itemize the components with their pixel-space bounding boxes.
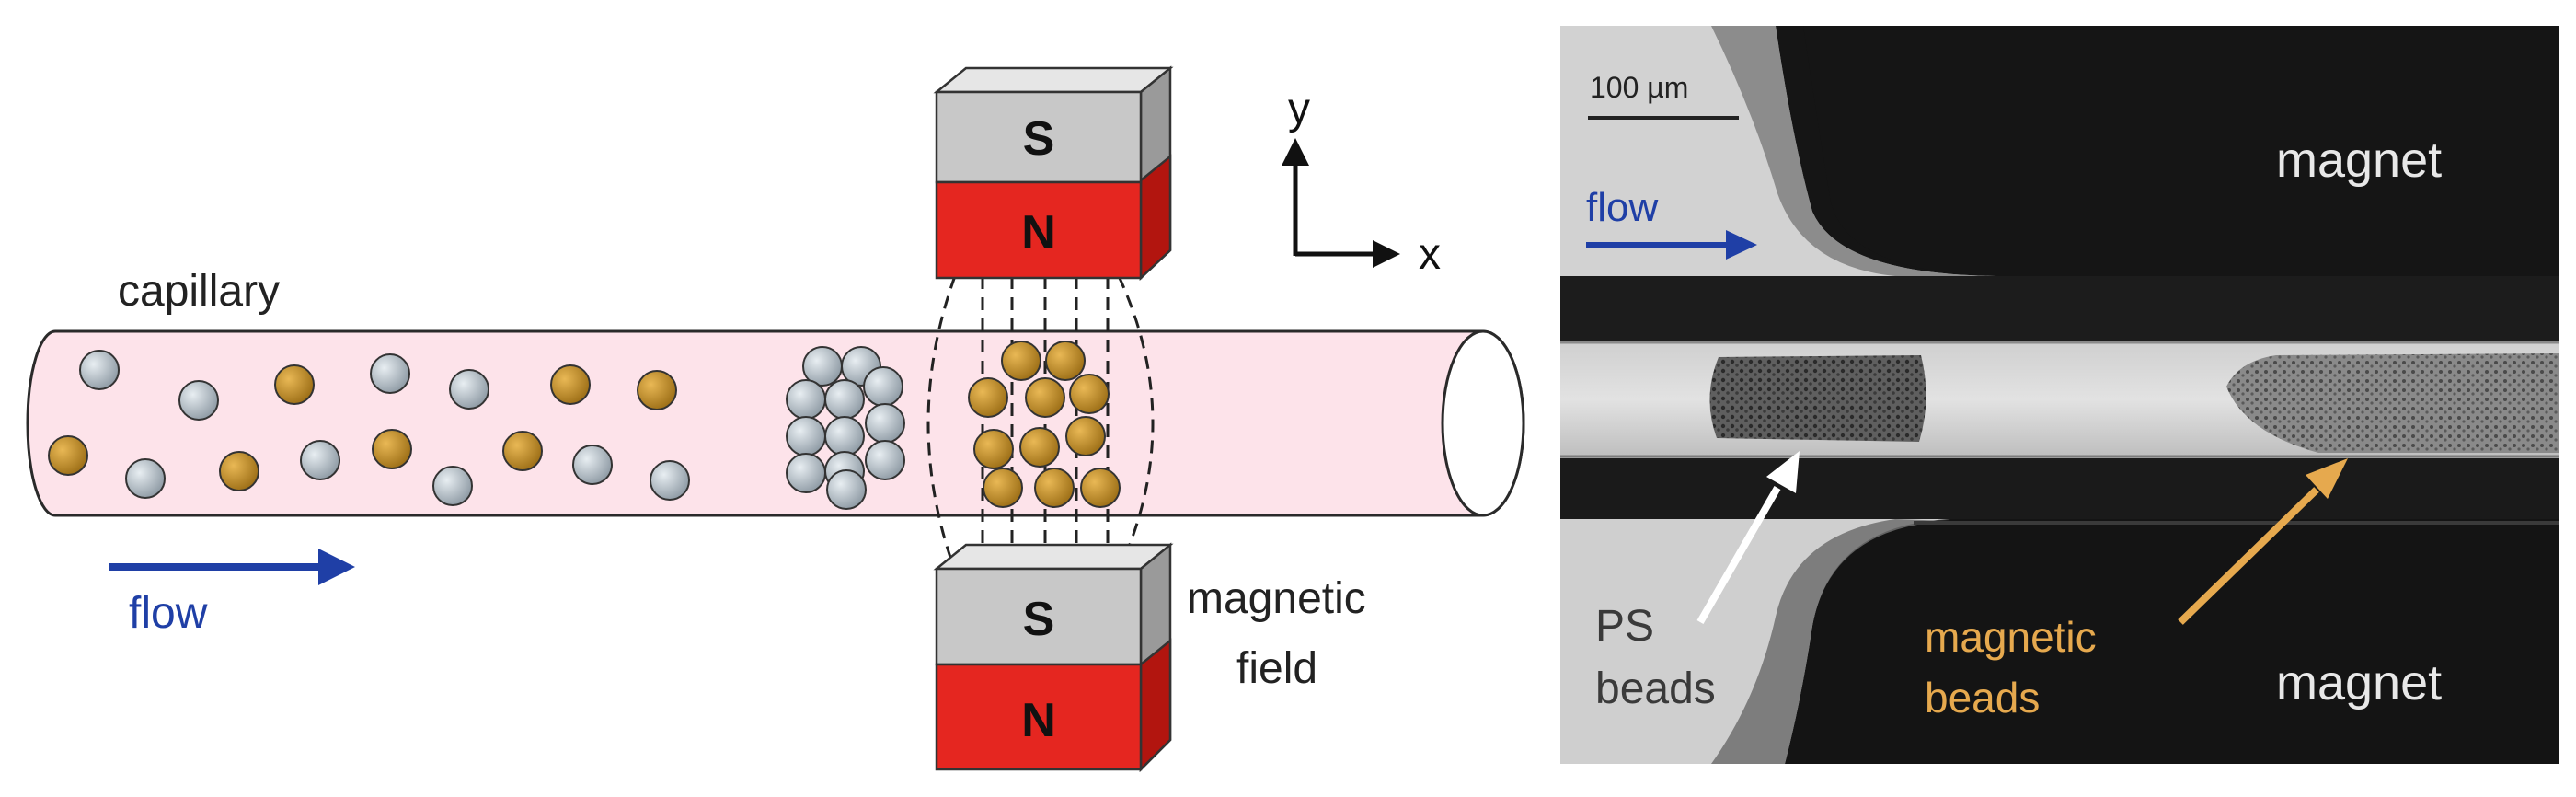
ps-bead bbox=[432, 466, 473, 506]
magnet-bottom-label: magnet bbox=[2276, 655, 2442, 710]
magnetic-bead bbox=[48, 435, 88, 476]
magnetic-beads-label-line2: beads bbox=[1925, 674, 2040, 722]
capillary-tube bbox=[26, 329, 1525, 517]
magnet-top-pole-n: N bbox=[1021, 206, 1056, 260]
magnetic-bead bbox=[502, 431, 543, 471]
ps-beads-label-line1: PS bbox=[1595, 602, 1654, 651]
magnetic-bead-cluster bbox=[968, 341, 1121, 508]
ps-bead bbox=[79, 350, 120, 390]
magnet-top-pole-s: S bbox=[1023, 112, 1055, 166]
ps-bead bbox=[650, 460, 690, 501]
ps-bead-plug bbox=[1709, 355, 1926, 442]
magnet-bottom-pole-n: N bbox=[1021, 694, 1056, 747]
magnet-bottom-pole-s: S bbox=[1023, 593, 1055, 646]
ps-bead-cluster bbox=[786, 346, 905, 510]
ps-bead bbox=[125, 458, 166, 499]
magnetic-bead bbox=[637, 370, 677, 410]
flow-arrow bbox=[109, 549, 355, 585]
coordinate-axes bbox=[1282, 138, 1400, 268]
micrograph-flow-arrow bbox=[1586, 230, 1757, 260]
magnet-top bbox=[933, 65, 1174, 281]
micrograph-panel: 100 µm flow magnet magnet PS beads magne… bbox=[1560, 26, 2559, 764]
magnetic-bead bbox=[274, 364, 315, 405]
magnetic-field-lines bbox=[926, 275, 1155, 572]
ps-bead bbox=[300, 440, 340, 480]
scattered-beads bbox=[48, 350, 690, 506]
magnetic-beads-arrow bbox=[2178, 458, 2348, 625]
magnetic-bead bbox=[550, 364, 591, 405]
magnetic-field-label-line1: magnetic bbox=[1187, 574, 1366, 623]
ps-bead bbox=[572, 445, 613, 485]
magnetic-field-label-line2: field bbox=[1236, 644, 1317, 693]
magnet-bottom bbox=[933, 542, 1174, 773]
micrograph-flow-label: flow bbox=[1586, 185, 1658, 230]
magnetic-bead bbox=[372, 429, 412, 469]
magnet-top-label: magnet bbox=[2276, 133, 2442, 188]
capillary-label: capillary bbox=[118, 267, 280, 316]
ps-bead bbox=[370, 353, 410, 394]
magnetic-bead-plug bbox=[2226, 353, 2559, 453]
magnetic-beads-label-line1: magnetic bbox=[1925, 613, 2097, 661]
axis-x-label: x bbox=[1419, 230, 1441, 279]
magnetic-bead bbox=[219, 451, 259, 491]
ps-beads-arrow bbox=[1696, 451, 1800, 624]
ps-beads-label-line2: beads bbox=[1595, 664, 1716, 713]
ps-bead bbox=[449, 369, 489, 410]
axis-y-label: y bbox=[1288, 85, 1310, 133]
ps-bead bbox=[178, 380, 219, 421]
flow-label: flow bbox=[129, 589, 208, 638]
schematic-panel: S N S N y x capillary flow magnetic f bbox=[26, 65, 1525, 773]
scale-bar-label: 100 µm bbox=[1590, 71, 1688, 104]
